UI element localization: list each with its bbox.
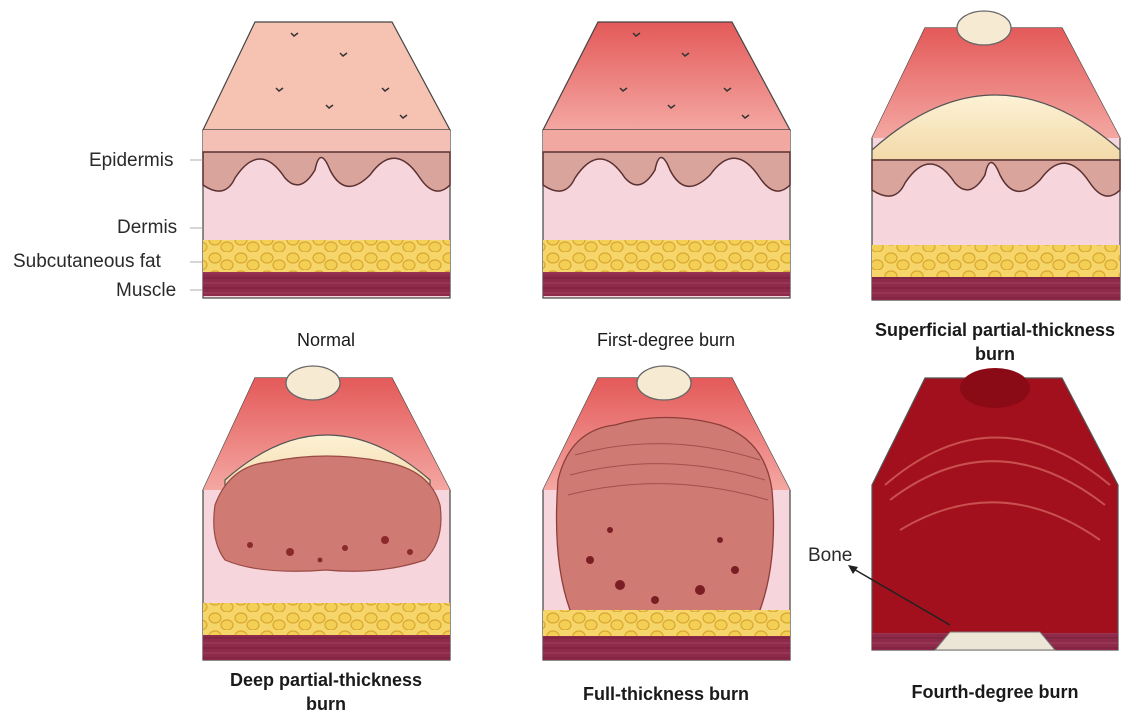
caption-deep-partial: Deep partial-thickness burn: [196, 668, 456, 716]
muscle-layer: [543, 636, 790, 660]
blister-bubble: [637, 366, 691, 400]
caption-line-1: Superficial partial-thickness: [855, 318, 1123, 342]
label-bone: Bone: [808, 545, 852, 567]
fat-layer: [203, 240, 450, 272]
layer-leaders: [190, 160, 203, 290]
bone: [935, 632, 1055, 650]
skin-surface-red: [543, 22, 790, 130]
burned-tissue: [214, 456, 441, 571]
panel-first-degree: [543, 22, 790, 298]
epidermis-layer: [203, 130, 450, 152]
burned-tissue: [557, 418, 774, 641]
epidermis-layer: [543, 130, 790, 152]
panel-superficial-partial: [872, 11, 1120, 300]
muscle-layer: [543, 272, 790, 296]
fat-layer: [543, 240, 790, 272]
caption-fourth-degree: Fourth-degree burn: [885, 680, 1105, 704]
label-epidermis: Epidermis: [89, 150, 173, 172]
caption-superficial-partial: Superficial partial-thickness burn: [855, 318, 1123, 366]
muscle-layer: [203, 635, 450, 660]
fat-layer: [203, 603, 450, 635]
skin-surface: [203, 22, 450, 130]
caption-line-2: burn: [855, 342, 1123, 366]
panel-full-thickness: [543, 366, 790, 660]
muscle-layer: [872, 277, 1120, 300]
caption-line-1: Deep partial-thickness: [196, 668, 456, 692]
charred-skin: [872, 378, 1118, 650]
muscle-layer: [203, 272, 450, 296]
label-dermis: Dermis: [117, 217, 177, 239]
fat-layer: [543, 610, 790, 636]
panel-normal: [203, 22, 450, 298]
label-muscle: Muscle: [116, 280, 176, 302]
charred-blister: [960, 368, 1030, 408]
caption-normal: Normal: [226, 328, 426, 352]
blister-bubble: [957, 11, 1011, 45]
panel-deep-partial: [203, 366, 450, 660]
caption-first-degree: First-degree burn: [566, 328, 766, 352]
label-subcutaneous-fat: Subcutaneous fat: [13, 251, 161, 273]
blister-bubble: [286, 366, 340, 400]
caption-line-2: burn: [196, 692, 456, 716]
panel-fourth-degree: [848, 368, 1118, 650]
caption-full-thickness: Full-thickness burn: [556, 682, 776, 706]
fat-layer: [872, 245, 1120, 277]
